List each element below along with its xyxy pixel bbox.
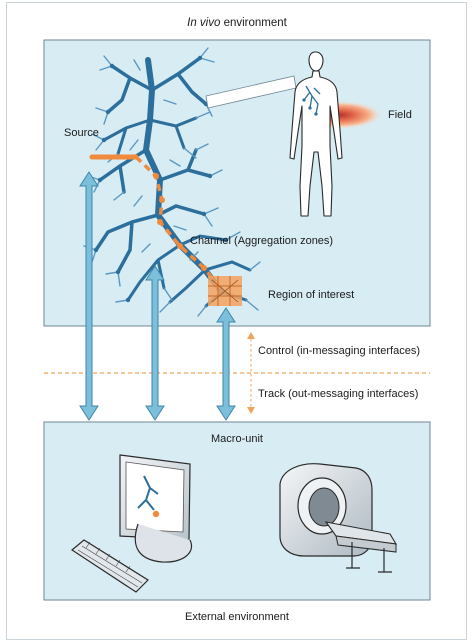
control-label: Control (in-messaging interfaces) [258, 345, 421, 357]
channel-arrow-down [145, 265, 165, 421]
control-arrowhead [247, 332, 255, 339]
source-label: Source [64, 127, 99, 139]
keyboard-icon [70, 539, 149, 593]
in-vivo-environment-title: In vivo environment [0, 17, 474, 30]
vascular-tree [94, 56, 252, 308]
external-environment-label: External environment [185, 611, 289, 623]
aggregation-zones [153, 173, 207, 271]
source-double-arrow [79, 171, 99, 421]
human-silhouette-icon [289, 51, 343, 217]
macro-unit-label: Macro-unit [211, 433, 263, 445]
communication-arrows [79, 171, 236, 421]
region-of-interest-mark [208, 276, 242, 306]
channel-label: Channel (Aggregation zones) [190, 235, 334, 247]
in-vivo-italic-text: In vivo [187, 17, 221, 29]
mri-scanner-icon [279, 463, 398, 573]
roi-arrow-down [216, 307, 236, 421]
region-of-interest-label: Region of interest [268, 289, 355, 301]
track-label: Track (out-messaging interfaces) [258, 388, 419, 400]
monitor-icon [119, 454, 193, 563]
vascular-nodes [93, 55, 229, 303]
environment-text: environment [220, 17, 287, 29]
field-label: Field [388, 109, 412, 121]
vascular-twigs [83, 47, 261, 317]
body-vessel-detail [303, 85, 321, 115]
track-arrowhead [247, 407, 255, 414]
body-vessel-nodes [302, 98, 318, 116]
